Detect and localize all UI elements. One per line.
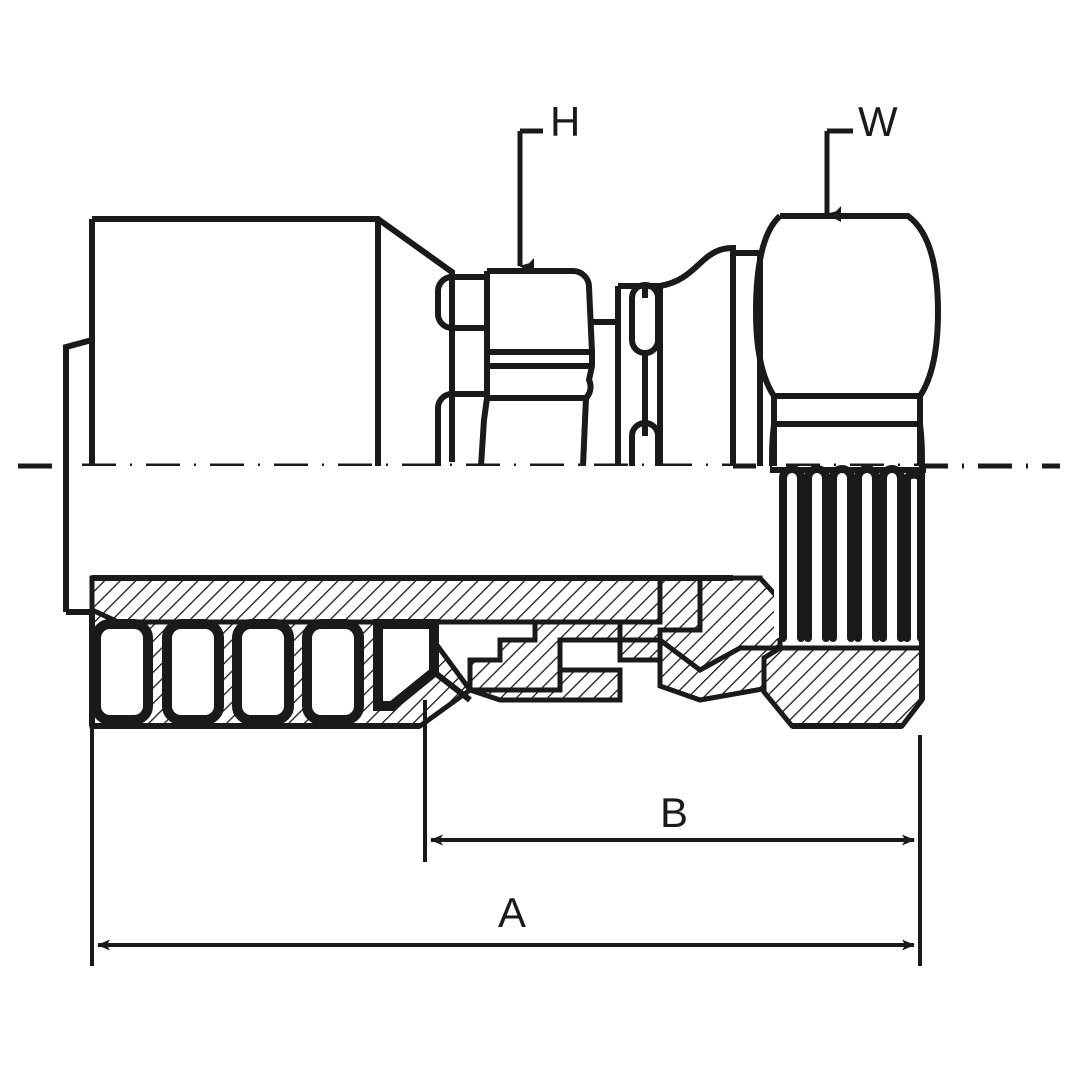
dimension-A: A [90,725,922,966]
nut-flat-right-lower [917,423,925,467]
insert-step-hatch-b [469,667,623,703]
nut-body-hatch [761,645,925,729]
ferrule-outer-profile [92,216,455,462]
lower-unsectioned-body [66,466,733,600]
dimension-A-label: A [498,889,526,936]
collar-taper-profile [659,244,736,466]
callout-H: H [517,98,580,274]
upper-outside-view [63,213,942,467]
barb-tooth-gap-1 [91,619,153,725]
nut-body-section [761,466,925,729]
hex-body-outline [487,268,595,467]
ferrule-left-tab [63,337,93,466]
barb-tooth-gap-5 [373,619,439,711]
lower-silhouette-outline [63,466,902,729]
fitting-body-section [617,575,783,703]
ferrule-wall-section [89,575,703,625]
nut-left-profile [752,213,783,466]
barb-teeth-group [91,619,439,725]
oring-slot [629,281,661,357]
ferrule-wall-hatch [89,575,703,625]
dimension-B-label: B [660,789,688,836]
nut-outer-profile [780,213,942,466]
hex-body-left-outline [478,271,490,467]
hex-left-lug-upper [435,274,487,331]
callout-W-label: W [858,98,898,145]
barb-tooth-gap-4 [302,619,364,725]
barb-stem-section [89,606,474,729]
nut-flat-left-lower [769,423,777,467]
hex-left-lug-lower [435,391,487,466]
internal-thread-group [770,465,926,642]
callout-H-label: H [550,98,580,145]
dimension-B: B [423,700,922,862]
barb-tooth-gap-3 [232,619,294,725]
barb-stem-taper [432,669,472,703]
barb-tooth-gap-2 [162,619,224,725]
callout-W: W [824,98,898,222]
